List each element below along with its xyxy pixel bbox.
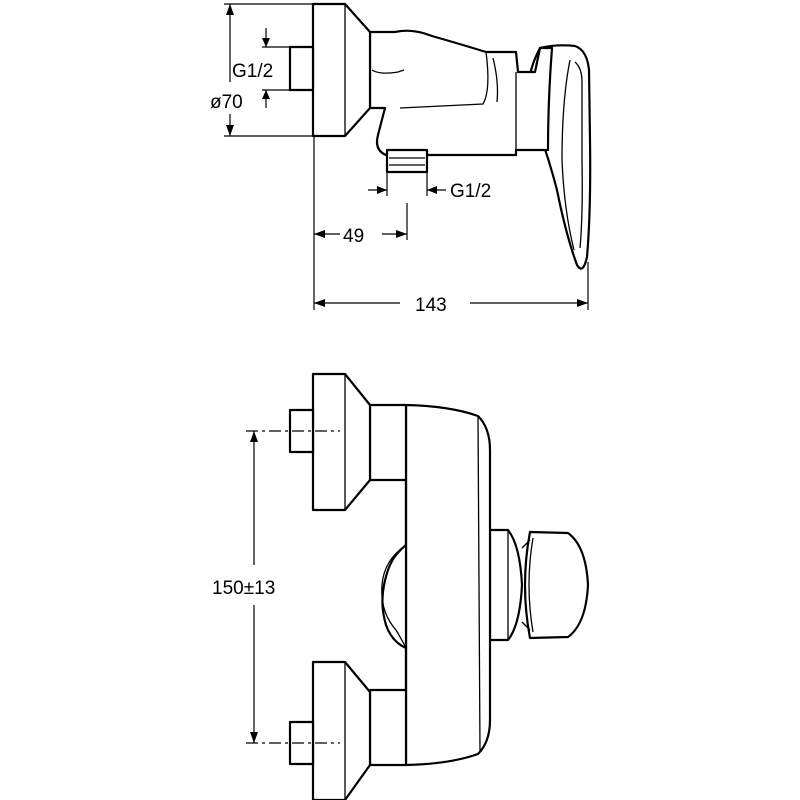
side-inlet-stub: [288, 45, 315, 92]
side-outlet-connector: [385, 148, 429, 174]
top-handle-knob: [488, 528, 590, 642]
label-overall-depth: 143: [415, 295, 447, 316]
dim-inlet-thread: [262, 28, 290, 108]
top-mixer-body: [404, 403, 492, 767]
dim-inlet-spacing: [246, 430, 340, 744]
dim-rosette-diameter: [224, 3, 313, 137]
label-rosette-diameter: ø70: [210, 92, 243, 113]
top-rosette-upper: [311, 372, 372, 512]
label-inlet-spacing: 150±13: [212, 578, 275, 599]
label-outlet-thread: G1/2: [450, 181, 491, 202]
label-inlet-thread: G1/2: [232, 61, 273, 82]
dim-outlet-thread: [368, 172, 446, 196]
top-view: 150±13: [212, 372, 590, 800]
side-view: G1/2 ø70 G1/2 49: [210, 2, 592, 316]
dim-outlet-offset: [314, 203, 408, 240]
label-outlet-offset: 49: [343, 226, 364, 247]
top-s-union: [368, 403, 408, 767]
side-mixer-body: [368, 29, 554, 157]
side-wall-rosette: [311, 2, 372, 138]
dim-overall-depth: [313, 136, 589, 310]
top-rosette-lower: [311, 660, 372, 800]
